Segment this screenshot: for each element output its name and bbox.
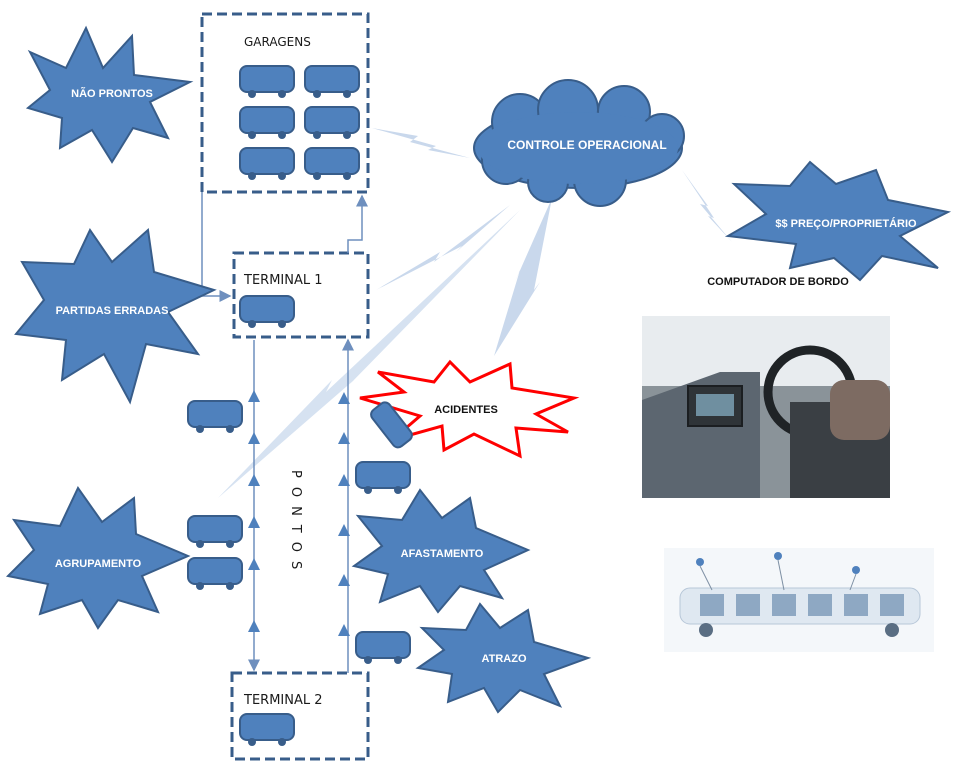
terminal2-bus (239, 713, 295, 747)
svg-text:PARTIDAS ERRADAS: PARTIDAS ERRADAS (56, 305, 169, 317)
burst-nao-prontos: NÃO PRONTOS (25, 25, 194, 164)
lightning-acidentes-control (494, 198, 552, 356)
svg-text:$$ PREÇO/PROPRIETÁRIO: $$ PREÇO/PROPRIETÁRIO (775, 217, 917, 230)
burst-atrazo: ATRAZO (415, 602, 592, 714)
burst-agrupamento: AGRUPAMENTO (5, 486, 191, 630)
burst-partidas-erradas: PARTIDAS ERRADAS (14, 227, 217, 405)
onboard-computer-photo (642, 316, 890, 498)
lightning-garage-control (372, 128, 470, 158)
garage-buses (239, 65, 360, 181)
computer-label: COMPUTADOR DE BORDO (707, 276, 849, 288)
svg-text:NÃO PRONTOS: NÃO PRONTOS (71, 87, 153, 100)
garage-label: GARAGENS (244, 35, 311, 49)
burst-preco: $$ PREÇO/PROPRIETÁRIO (724, 160, 952, 282)
terminal1-bus (239, 295, 295, 329)
terminal2-label: TERMINAL 2 (243, 693, 323, 708)
svg-text:AGRUPAMENTO: AGRUPAMENTO (55, 558, 142, 570)
burst-afastamento: AFASTAMENTO (351, 488, 531, 614)
lightning-agrupamento-control (218, 210, 520, 498)
lightning-control-computer (682, 170, 732, 242)
lightning-terminal1-control (376, 205, 510, 290)
svg-text:ATRAZO: ATRAZO (481, 653, 526, 665)
svg-text:ACIDENTES: ACIDENTES (434, 404, 498, 416)
terminal1-box (232, 251, 370, 339)
stops-label: PONTOS (288, 470, 303, 578)
bus-stops (248, 390, 350, 636)
burst-acidentes: ACIDENTES (359, 359, 580, 459)
onboard-systems-diagram (664, 548, 934, 652)
accident-bus-icon (370, 401, 413, 449)
terminal1-label: TERMINAL 1 (243, 273, 323, 288)
terminal2-box (230, 671, 370, 761)
svg-text:AFASTAMENTO: AFASTAMENTO (401, 548, 484, 560)
garage-box (200, 12, 370, 194)
control-cloud: CONTROLE OPERACIONAL (473, 79, 685, 207)
control-label: CONTROLE OPERACIONAL (507, 138, 666, 152)
